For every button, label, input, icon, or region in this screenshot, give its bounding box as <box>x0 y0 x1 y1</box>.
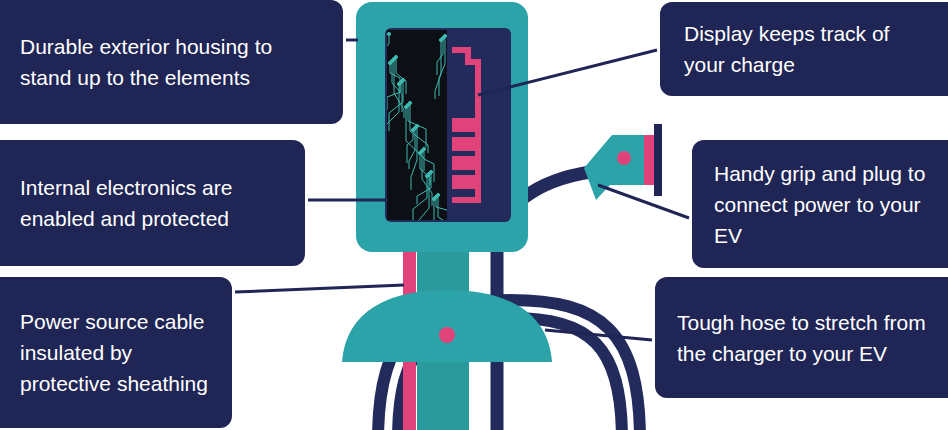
callout-text: Handy grip and plug to connect power to … <box>714 158 938 251</box>
callout-text: Internal electronics are enabled and pro… <box>20 172 275 234</box>
holster-dot <box>439 327 455 343</box>
plug-callout: Handy grip and plug to connect power to … <box>692 140 948 268</box>
battery-icon <box>452 50 478 200</box>
circuit-traces <box>387 32 447 220</box>
cable-callout: Power source cable insulated by protecti… <box>0 277 232 428</box>
housing-callout: Durable exterior housing to stand up to … <box>0 0 343 124</box>
circuit-board <box>387 30 447 220</box>
housing <box>356 2 528 252</box>
callout-text: Tough hose to stretch from the charger t… <box>677 307 936 369</box>
hose-callout: Tough hose to stretch from the charger t… <box>655 277 948 398</box>
plug <box>584 124 662 200</box>
electronics-callout: Internal electronics are enabled and pro… <box>0 140 305 266</box>
callout-text: Power source cable insulated by protecti… <box>20 306 220 399</box>
display-panel <box>385 28 511 222</box>
callout-text: Durable exterior housing to stand up to … <box>20 31 295 93</box>
holster <box>342 290 552 362</box>
display-callout: Display keeps track of your charge <box>660 2 948 96</box>
callout-text: Display keeps track of your charge <box>684 18 934 80</box>
